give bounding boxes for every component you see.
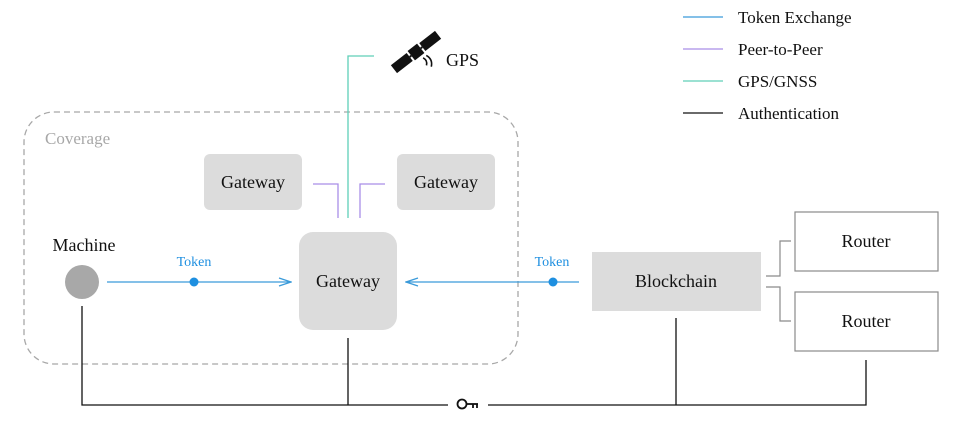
peer-link-left — [313, 183, 339, 218]
legend-label-gps-gnss: GPS/GNSS — [738, 72, 817, 91]
router-bottom — [794, 291, 939, 352]
coverage-label: Coverage — [45, 129, 110, 148]
gps-link — [347, 55, 374, 218]
blockchain-label: Blockchain — [635, 271, 717, 291]
token-dot-left — [189, 277, 199, 287]
legend: Token Exchange Peer-to-Peer GPS/GNSS Aut… — [683, 8, 852, 123]
machine-node — [65, 265, 99, 299]
router-top-label: Router — [842, 231, 891, 251]
blockchain-node — [592, 252, 761, 311]
peer-link-right — [359, 183, 385, 218]
router-bracket — [766, 240, 791, 322]
gateway-right — [397, 154, 495, 210]
token-label-left: Token — [177, 255, 212, 270]
token-label-right: Token — [535, 255, 570, 270]
machine-label: Machine — [53, 235, 116, 255]
gateway-left-label: Gateway — [221, 172, 285, 192]
authentication-links — [81, 306, 867, 406]
gateway-center-label: Gateway — [316, 271, 380, 291]
gateway-right-label: Gateway — [414, 172, 478, 192]
token-dot-right — [548, 277, 558, 287]
router-top — [794, 211, 939, 272]
legend-label-token-exchange: Token Exchange — [738, 8, 852, 27]
gateway-center — [299, 232, 397, 330]
gateway-left — [204, 154, 302, 210]
router-bottom-label: Router — [842, 311, 891, 331]
legend-label-peer-to-peer: Peer-to-Peer — [738, 40, 823, 59]
key-icon — [456, 398, 478, 410]
gps-label: GPS — [446, 50, 479, 70]
satellite-icon — [390, 30, 442, 74]
legend-label-authentication: Authentication — [738, 104, 840, 123]
